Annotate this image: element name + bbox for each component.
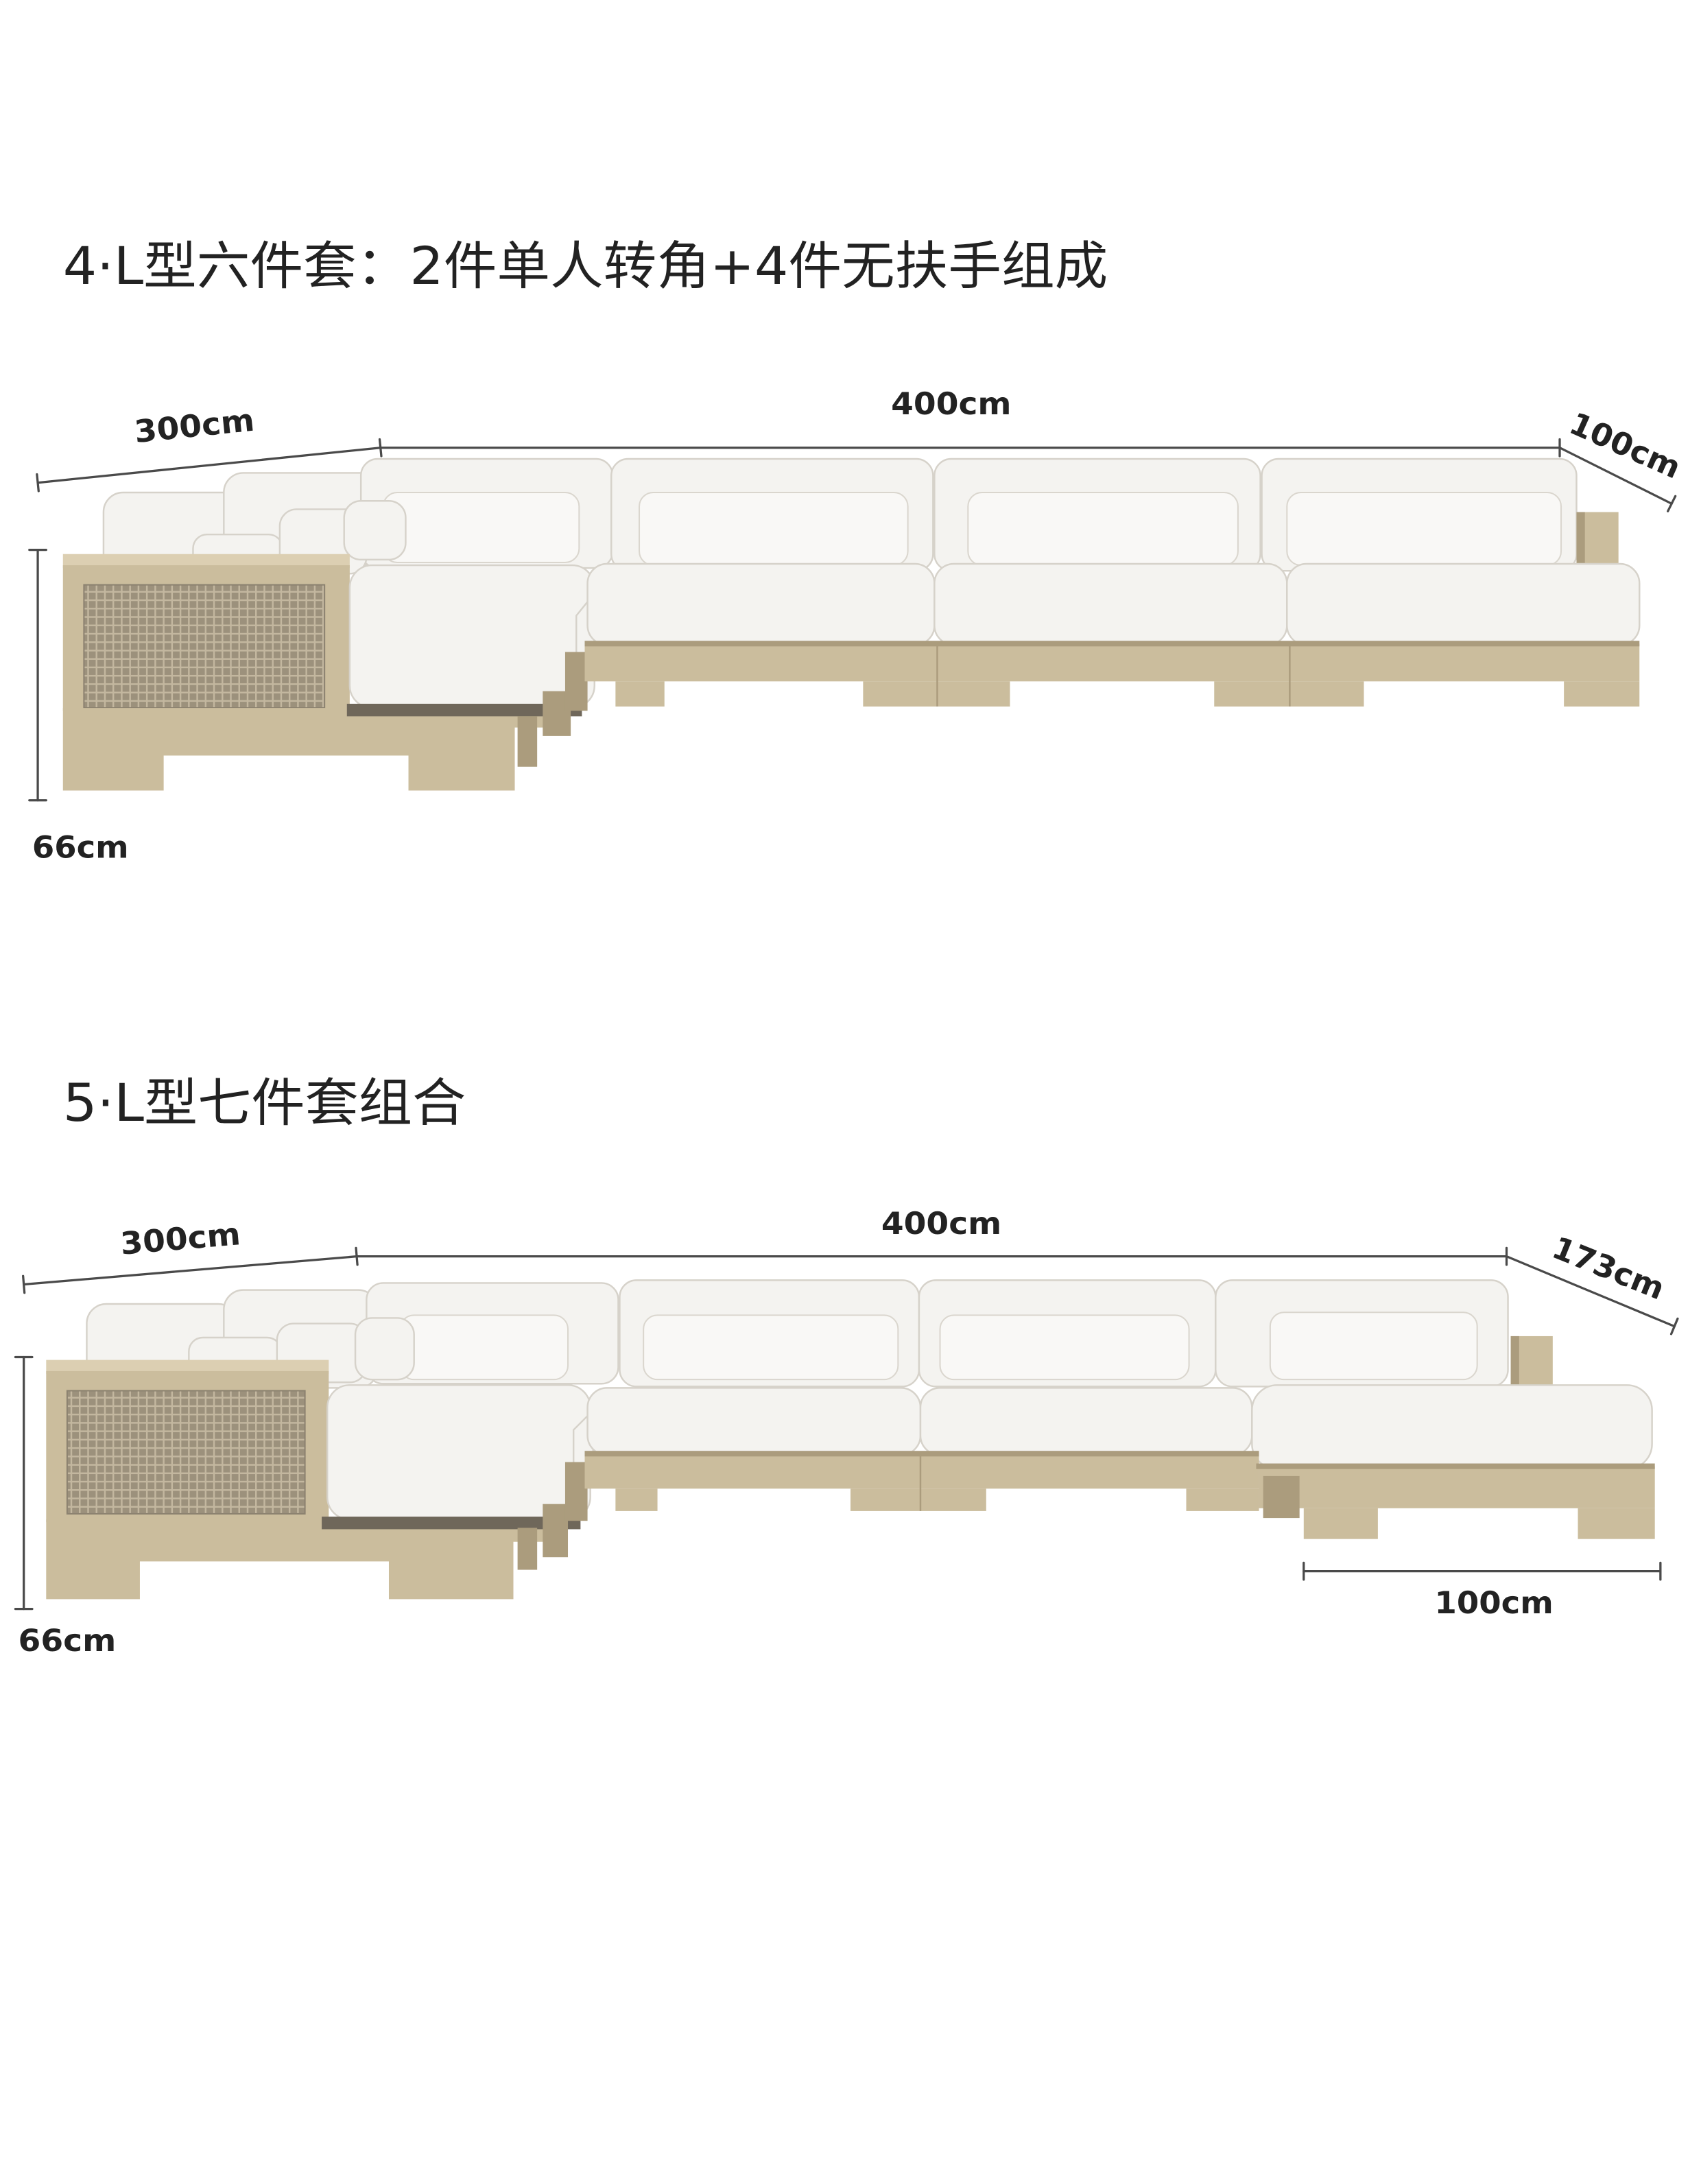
section-2-title: 5·L型七件套组合 [63,1073,466,1133]
sofa-seven-piece-illustration [46,1279,1655,1600]
chaise-base-shadow [1256,1463,1655,1469]
armless-base-beam [584,643,1640,682]
right-depth-line [1505,1255,1676,1328]
section-1-height-label: 66cm [32,829,129,865]
lumbar-pillow-1 [643,1314,899,1381]
throw-pillow [354,1317,415,1381]
corner-leg [564,1462,588,1521]
section-2-chaise-width-label: 100cm [1434,1584,1553,1621]
base-foot [1578,1508,1655,1539]
seat-cushion-2 [919,1387,1253,1456]
left-depth-line [23,1255,358,1286]
corner-frame-top [46,1360,329,1375]
throw-pillow [343,499,407,561]
section-1-right-depth-label: 100cm [1565,405,1687,486]
section-2-dimension-lines [14,1246,1679,1611]
armless-base-shadow [584,1451,1259,1457]
section-1-left-depth-label: 300cm [132,402,256,450]
dimension-tick [1667,495,1677,512]
right-end-frame-edge [1576,512,1585,577]
section-2-height-label: 66cm [19,1622,117,1659]
section-2-length-label: 400cm [881,1205,1001,1242]
dimension-tick [1669,1317,1679,1336]
dimension-tick [36,473,40,492]
lumbar-pillow-corner [382,491,580,563]
lumbar-pillow-1 [639,491,909,567]
base-foot [1303,1508,1378,1539]
corner-leg [517,1528,538,1570]
corner-base [46,1519,567,1600]
seat-cushion-chaise [1251,1384,1653,1470]
seat-cushion-corner [326,1384,591,1521]
lumbar-pillow-2 [967,491,1239,567]
cane-panel [66,1390,306,1515]
corner-base [62,708,560,791]
lumbar-pillow-corner [399,1314,569,1381]
seat-cushion-1 [586,1387,922,1456]
base-foot [1564,681,1640,707]
seat-cushion-corner [348,564,595,709]
section-2-left-depth-label: 300cm [119,1215,241,1261]
armless-base-shadow [584,641,1640,647]
section-2: 5·L型七件套组合 300cm 400cm 173cm 66cm 100cm [14,1073,1679,1659]
section-2-right-depth-label: 173cm [1547,1229,1670,1307]
corner-seat-shadow [346,703,582,717]
seat-cushion-2 [933,562,1288,646]
chaise-side-block [1263,1475,1300,1519]
dimension-tick [22,1274,26,1294]
section-1-length-label: 400cm [891,385,1011,422]
seat-cushion-1 [586,562,936,646]
chaise-base-beam [1259,1466,1655,1508]
corner-leg [543,1504,569,1558]
section-1: 4·L型六件套：2件单人转角+4件无扶手组成 300cm 400cm 100cm… [28,236,1687,865]
seat-cushion-3 [1286,562,1641,646]
base-foot [850,1488,986,1511]
base-foot [1186,1488,1259,1511]
armless-base-beam [584,1453,1259,1489]
base-foot [615,1488,658,1511]
cane-panel [83,584,326,709]
sofa-six-piece-illustration [62,458,1641,791]
lumbar-pillow-3 [1286,491,1562,567]
section-1-dimension-lines [28,438,1677,802]
corner-leg [517,716,538,767]
corner-frame-top [62,554,350,569]
lumbar-pillow-chaise [1269,1311,1478,1381]
base-foot [615,681,665,707]
corner-seat-shadow [322,1517,581,1530]
section-1-title: 4·L型六件套：2件单人转角+4件无扶手组成 [63,236,1108,296]
corner-leg [564,652,588,711]
right-end-frame-edge [1510,1336,1519,1395]
right-depth-line [1558,447,1673,505]
left-depth-line [36,447,382,484]
lumbar-pillow-2 [939,1314,1190,1381]
